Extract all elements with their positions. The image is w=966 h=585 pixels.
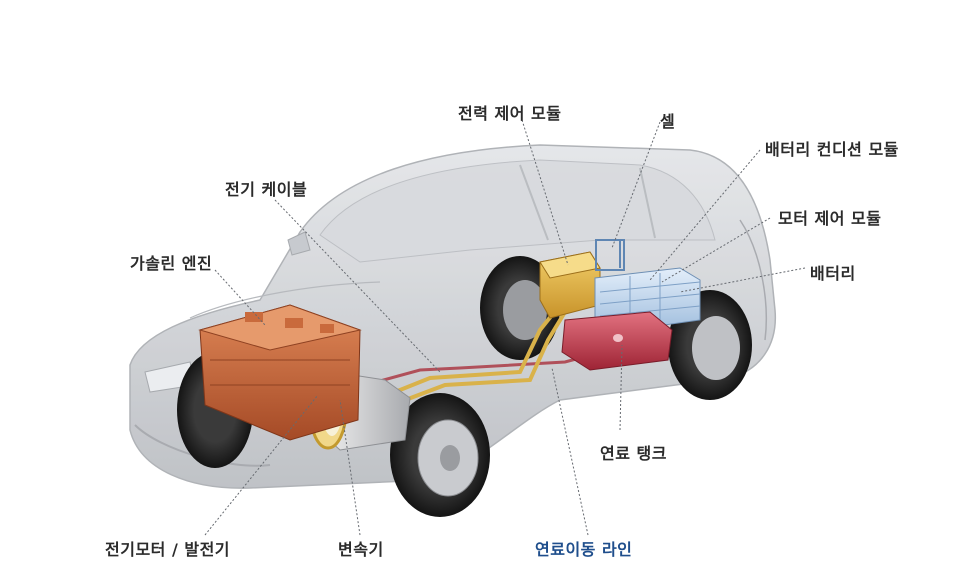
label-gasoline-engine: 가솔린 엔진 [130,254,213,273]
power-control-module-box [539,251,601,319]
label-motor-generator: 전기모터 / 발전기 [105,540,231,559]
label-cell: 셀 [660,112,676,131]
label-battery: 배터리 [810,264,856,283]
gasoline-engine-block [198,304,362,441]
label-battery-conditioning-module: 배터리 컨디션 모듈 [765,140,899,159]
label-fuel-line: 연료이동 라인 [535,540,633,559]
fuel-tank-body [561,311,673,371]
label-transmission: 변속기 [338,540,384,559]
label-power-control-module: 전력 제어 모듈 [458,104,562,123]
electric-cable-path [394,303,567,404]
label-motor-control-module: 모터 제어 모듈 [778,209,882,228]
label-electric-cable: 전기 케이블 [225,180,308,199]
leader-lines [204,119,806,536]
label-fuel-tank: 연료 탱크 [600,444,667,463]
front-right-wheel [390,393,490,517]
